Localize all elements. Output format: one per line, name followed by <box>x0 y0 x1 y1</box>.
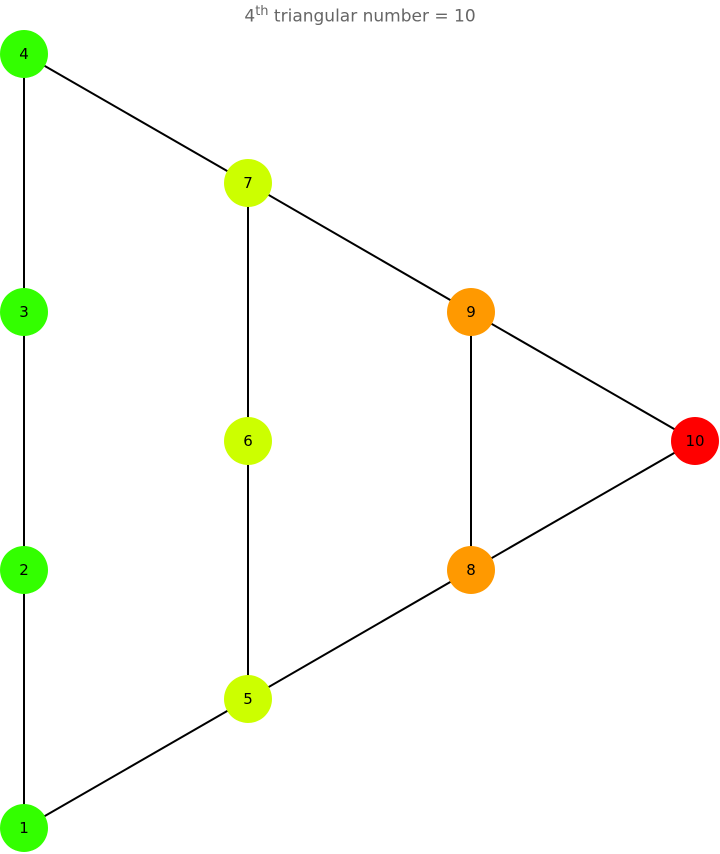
node-3: 3 <box>0 288 48 336</box>
edge-9-10 <box>470 311 696 442</box>
node-circle <box>224 159 272 207</box>
node-circle <box>0 546 48 594</box>
node-5: 5 <box>224 675 272 723</box>
node-circle <box>671 417 719 465</box>
node-8: 8 <box>447 546 495 594</box>
node-label: 1 <box>19 819 29 837</box>
edge-7-9 <box>247 182 472 313</box>
node-2: 2 <box>0 546 48 594</box>
title-text: triangular number = 10 <box>268 6 476 27</box>
node-4: 4 <box>0 30 48 78</box>
node-circle <box>0 288 48 336</box>
edge-8-5 <box>247 569 472 700</box>
node-label: 8 <box>466 561 476 579</box>
node-label: 2 <box>19 561 29 579</box>
node-9: 9 <box>447 288 495 336</box>
node-circle <box>447 546 495 594</box>
node-circle <box>0 30 48 78</box>
node-label: 5 <box>243 690 253 708</box>
title-superscript: th <box>255 4 269 19</box>
node-circle <box>447 288 495 336</box>
node-label: 3 <box>19 303 29 321</box>
node-7: 7 <box>224 159 272 207</box>
node-6: 6 <box>224 417 272 465</box>
node-label: 9 <box>466 303 476 321</box>
node-circle <box>224 417 272 465</box>
node-label: 4 <box>19 45 29 63</box>
node-10: 10 <box>671 417 719 465</box>
node-label: 6 <box>243 432 253 450</box>
node-1: 1 <box>0 804 48 852</box>
edge-5-1 <box>23 698 249 829</box>
node-label: 7 <box>243 174 253 192</box>
node-circle <box>0 804 48 852</box>
edge-4-7 <box>23 53 249 184</box>
title-base: 4 <box>244 6 256 27</box>
node-circle <box>224 675 272 723</box>
node-label: 10 <box>685 432 704 450</box>
edge-10-8 <box>470 440 696 571</box>
diagram-title: 4th triangular number = 10 <box>0 4 720 27</box>
